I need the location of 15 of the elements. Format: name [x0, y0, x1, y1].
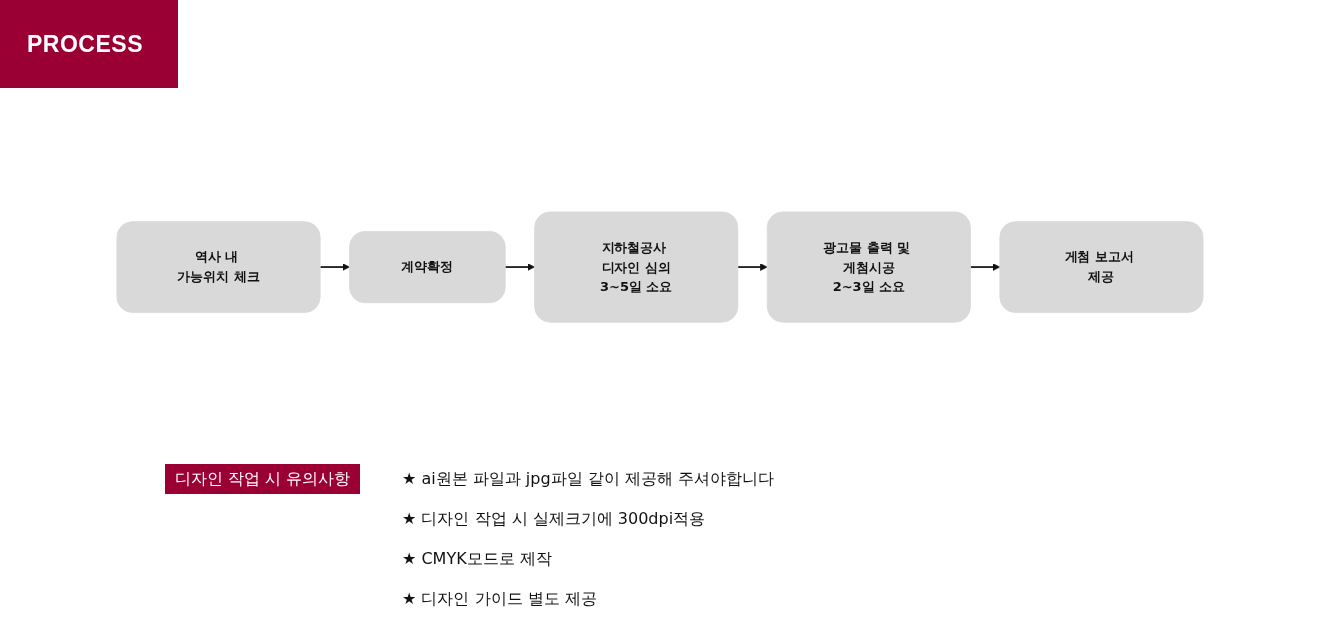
note-text: ★ CMYK모드로 제작: [402, 548, 552, 570]
arrow: [969, 263, 1001, 272]
arrow: [736, 263, 768, 272]
note-text: ★ ai원본 파일과 jpg파일 같이 제공해 주셔야합니다: [402, 468, 774, 490]
arrow: [319, 263, 350, 272]
node-box: 계약확정: [349, 231, 506, 304]
node-box: 광고물 출력 및 게첨시공 2~3일 소요: [766, 211, 971, 324]
arrow: [504, 263, 535, 272]
title-banner: PROCESS: [0, 0, 178, 88]
node-box: 게첨 보고서 제공: [999, 221, 1204, 314]
note-text: ★ 디자인 작업 시 실제크기에 300dpi적용: [402, 508, 706, 530]
note-text: ★ 디자인 가이드 별도 제공: [402, 588, 597, 610]
node-box: 역사 내 가능위치 체크: [116, 221, 321, 314]
node-box: 지하철공사 디자인 심의 3~5일 소요: [534, 211, 739, 324]
section-heading-tag: 디자인 작업 시 유의사항: [165, 464, 361, 494]
